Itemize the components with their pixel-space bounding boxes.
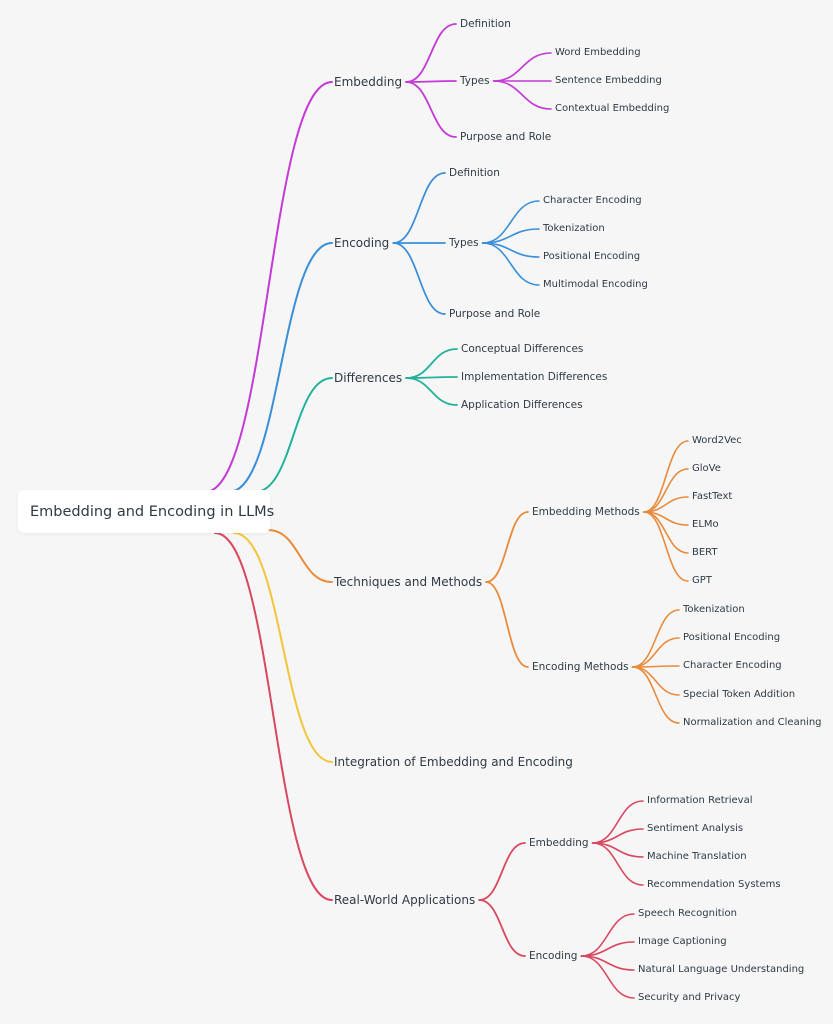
child-connector-differences bbox=[405, 377, 458, 406]
leaf-node-applications[interactable]: Security and Privacy bbox=[638, 992, 741, 1003]
child-node-differences[interactable]: Conceptual Differences bbox=[461, 342, 584, 355]
child-connector-encoding bbox=[392, 242, 446, 315]
child-connector-encoding bbox=[392, 172, 446, 244]
child-connector-techniques bbox=[485, 511, 529, 583]
root-node[interactable]: Embedding and Encoding in LLMs bbox=[18, 490, 274, 533]
leaf-node-applications[interactable]: Information Retrieval bbox=[647, 795, 753, 806]
leaf-node-embedding[interactable]: Word Embedding bbox=[555, 47, 641, 58]
leaf-node-applications[interactable]: Machine Translation bbox=[647, 851, 747, 862]
child-node-embedding[interactable]: Purpose and Role bbox=[460, 130, 552, 143]
leaf-node-encoding[interactable]: Positional Encoding bbox=[543, 251, 641, 262]
leaf-node-applications[interactable]: Natural Language Understanding bbox=[638, 964, 805, 975]
child-node-applications[interactable]: Encoding bbox=[529, 949, 578, 962]
child-node-techniques[interactable]: Embedding Methods bbox=[532, 505, 640, 518]
leaf-connector-embedding bbox=[492, 52, 552, 82]
child-node-applications[interactable]: Embedding bbox=[529, 836, 589, 849]
leaf-node-techniques[interactable]: Positional Encoding bbox=[683, 632, 781, 643]
leaf-node-encoding[interactable]: Character Encoding bbox=[543, 195, 642, 206]
leaf-connector-applications bbox=[591, 842, 644, 886]
leaf-node-techniques[interactable]: Tokenization bbox=[683, 604, 745, 615]
leaf-node-applications[interactable]: Sentiment Analysis bbox=[647, 823, 744, 834]
child-connector-embedding bbox=[405, 81, 457, 138]
child-node-differences[interactable]: Implementation Differences bbox=[461, 370, 608, 383]
leaf-connector-applications bbox=[580, 955, 635, 999]
leaf-connector-techniques bbox=[631, 666, 680, 724]
leaf-node-applications[interactable]: Image Captioning bbox=[638, 936, 727, 947]
leaf-connector-techniques bbox=[631, 609, 680, 668]
leaf-node-embedding[interactable]: Sentence Embedding bbox=[555, 75, 662, 86]
leaf-node-techniques[interactable]: Word2Vec bbox=[692, 435, 742, 446]
leaf-connector-techniques bbox=[642, 511, 689, 582]
leaf-node-techniques[interactable]: GPT bbox=[692, 575, 712, 586]
child-connector-embedding bbox=[405, 80, 457, 83]
leaf-connector-techniques bbox=[631, 666, 680, 696]
leaf-connector-encoding bbox=[481, 242, 540, 286]
leaf-node-encoding[interactable]: Multimodal Encoding bbox=[543, 279, 648, 290]
branch-node-integration[interactable]: Integration of Embedding and Encoding bbox=[334, 755, 573, 769]
branch-node-embedding[interactable]: Embedding bbox=[334, 75, 403, 89]
child-node-techniques[interactable]: Encoding Methods bbox=[532, 660, 629, 673]
child-connector-differences bbox=[405, 348, 458, 379]
leaf-node-techniques[interactable]: Character Encoding bbox=[683, 660, 782, 671]
leaf-connector-techniques bbox=[631, 637, 680, 668]
leaf-node-applications[interactable]: Recommendation Systems bbox=[647, 879, 781, 890]
leaf-node-applications[interactable]: Speech Recognition bbox=[638, 908, 737, 919]
child-node-embedding[interactable]: Definition bbox=[460, 17, 511, 30]
leaf-connector-embedding bbox=[492, 80, 552, 110]
child-connector-differences bbox=[405, 376, 458, 379]
leaf-node-techniques[interactable]: Normalization and Cleaning bbox=[683, 717, 822, 728]
leaf-node-techniques[interactable]: FastText bbox=[692, 491, 733, 502]
branch-connector-encoding bbox=[228, 242, 333, 493]
leaf-node-embedding[interactable]: Contextual Embedding bbox=[555, 103, 670, 114]
branch-connector-differences bbox=[254, 377, 333, 493]
leaf-node-techniques[interactable]: GloVe bbox=[692, 463, 721, 474]
leaf-node-techniques[interactable]: ELMo bbox=[692, 519, 719, 530]
branch-node-encoding[interactable]: Encoding bbox=[334, 236, 390, 250]
child-node-embedding[interactable]: Types bbox=[460, 74, 490, 87]
child-node-encoding[interactable]: Purpose and Role bbox=[449, 307, 541, 320]
child-node-differences[interactable]: Application Differences bbox=[461, 398, 583, 411]
branch-node-applications[interactable]: Real-World Applications bbox=[334, 893, 476, 907]
branch-connector-applications bbox=[214, 532, 333, 901]
child-connector-techniques bbox=[485, 581, 529, 668]
child-connector-embedding bbox=[405, 23, 457, 83]
leaf-node-techniques[interactable]: BERT bbox=[692, 547, 718, 558]
branch-connector-integration bbox=[233, 532, 333, 763]
branch-node-differences[interactable]: Differences bbox=[334, 371, 403, 385]
leaf-node-encoding[interactable]: Tokenization bbox=[543, 223, 605, 234]
leaf-node-techniques[interactable]: Special Token Addition bbox=[683, 689, 796, 700]
child-node-encoding[interactable]: Types bbox=[449, 236, 479, 249]
child-connector-applications bbox=[478, 899, 526, 957]
leaf-connector-techniques bbox=[642, 440, 689, 513]
branch-connector-embedding bbox=[204, 81, 333, 493]
root-node-label: Embedding and Encoding in LLMs bbox=[30, 503, 275, 520]
branch-connector-techniques bbox=[267, 529, 333, 583]
branch-node-techniques[interactable]: Techniques and Methods bbox=[334, 575, 483, 589]
child-node-encoding[interactable]: Definition bbox=[449, 166, 500, 179]
child-connector-applications bbox=[478, 842, 526, 901]
